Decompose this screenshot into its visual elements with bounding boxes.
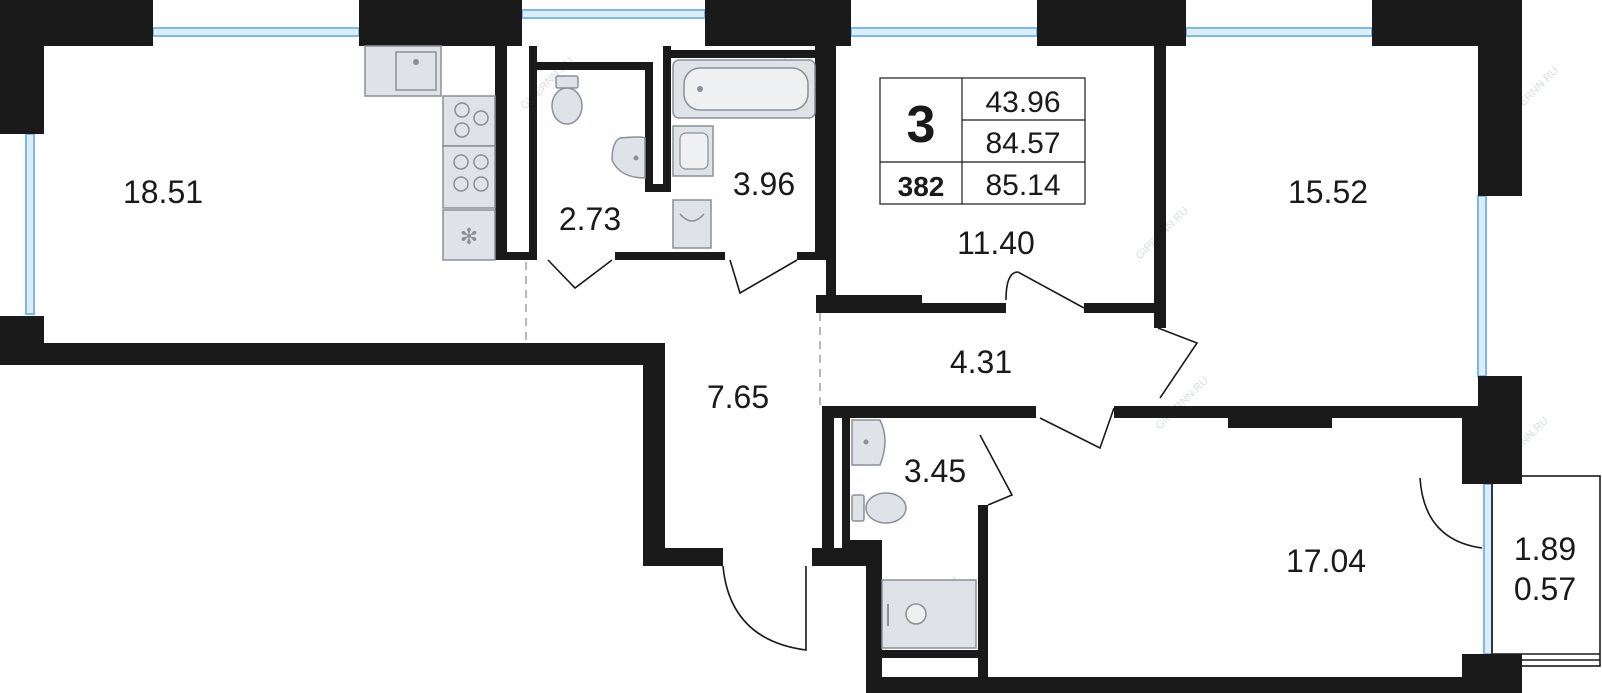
room-area-balcony-reduced: 0.57 xyxy=(1514,571,1576,607)
washbasin-icon xyxy=(672,125,714,177)
watermark: GIPERNN.RU xyxy=(1154,375,1211,432)
walls xyxy=(0,0,1522,693)
stove-icon xyxy=(442,95,496,147)
door-swing xyxy=(979,434,1014,506)
window xyxy=(850,27,1038,37)
window xyxy=(25,133,35,315)
zone-dividers xyxy=(525,262,821,406)
svg-text:✻: ✻ xyxy=(460,225,478,250)
room-area-kitchen-living: 18.51 xyxy=(123,174,203,210)
total-area: 84.57 xyxy=(985,127,1060,160)
balcony-outline xyxy=(1491,475,1601,667)
hob-icon xyxy=(442,145,496,209)
door-swing xyxy=(722,565,807,651)
door-swing xyxy=(1157,327,1199,399)
toilet-icon xyxy=(851,492,907,524)
door-swing xyxy=(1419,477,1483,549)
room-area-balcony: 1.89 xyxy=(1514,531,1576,567)
fridge-icon: ✻ xyxy=(442,209,496,261)
room-area-bedroom-right: 15.52 xyxy=(1288,174,1368,210)
rooms-count: 3 xyxy=(907,96,936,154)
room-area-bathroom-small: 3.45 xyxy=(904,453,966,489)
washbasin-icon xyxy=(611,136,646,179)
apartment-number: 382 xyxy=(898,171,945,202)
room-area-bathroom: 3.96 xyxy=(733,166,795,202)
door-swing xyxy=(729,259,798,295)
room-area-toilet: 2.73 xyxy=(559,201,621,237)
door-swing xyxy=(1039,407,1115,450)
door-swing xyxy=(1005,271,1085,309)
room-area-hallway: 7.65 xyxy=(707,379,769,415)
total-area-with-balcony: 85.14 xyxy=(985,169,1060,202)
kitchen-sink-icon xyxy=(364,45,442,97)
window xyxy=(1477,195,1487,377)
washing-machine-icon xyxy=(672,199,712,249)
living-area: 43.96 xyxy=(985,86,1060,119)
apartment-info-card: 3 382 43.96 84.57 85.14 xyxy=(879,77,1086,205)
shower-icon xyxy=(881,579,977,649)
washbasin-icon xyxy=(851,419,886,466)
window xyxy=(1483,483,1493,655)
window xyxy=(521,9,706,19)
room-labels: 18.51 2.73 3.96 11.40 15.52 4.31 7.65 3.… xyxy=(123,166,1576,607)
room-area-bedroom-center: 11.40 xyxy=(957,225,1035,261)
bathtub-icon xyxy=(672,59,816,119)
doors xyxy=(547,259,1601,667)
room-area-bedroom-bottom: 17.04 xyxy=(1286,543,1366,579)
window xyxy=(1185,27,1373,37)
room-area-corridor: 4.31 xyxy=(950,344,1012,380)
window xyxy=(152,27,360,37)
door-swing xyxy=(547,259,613,290)
fixtures: ✻ xyxy=(364,45,977,649)
toilet-icon xyxy=(551,75,583,125)
